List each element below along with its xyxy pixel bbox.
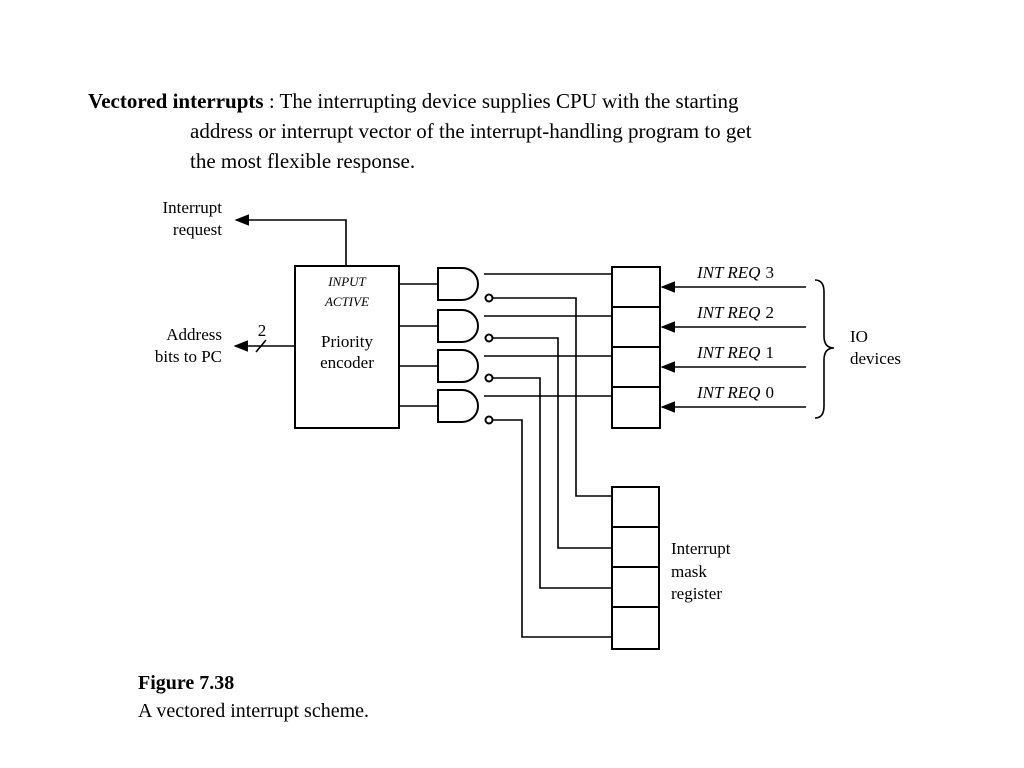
and-gate-2 bbox=[399, 309, 479, 343]
heading-rest: : The interrupting device supplies CPU w… bbox=[263, 89, 739, 113]
interrupt-request-register bbox=[611, 266, 661, 429]
gate0-mask-wire bbox=[493, 419, 612, 638]
figure-number: Figure 7.38 bbox=[138, 672, 234, 694]
heading-term: Vectored interrupts bbox=[88, 89, 264, 113]
and-gate-3 bbox=[399, 267, 479, 301]
bus-slash-mark bbox=[255, 339, 267, 353]
interrupt-request-label-line2: request bbox=[173, 220, 222, 239]
encoder-name-line1: Priority bbox=[321, 332, 373, 351]
interrupt-request-label-line1: Interrupt bbox=[163, 198, 223, 217]
gate1-mask-bubble bbox=[484, 373, 494, 383]
io-devices-brace bbox=[814, 279, 835, 419]
encoder-name-line2: encoder bbox=[320, 353, 374, 372]
slide-description: Vectored interrupts : The interrupting d… bbox=[88, 86, 908, 176]
io-devices-label-line2: devices bbox=[850, 349, 901, 368]
mask-label-line1: Interrupt bbox=[671, 539, 731, 558]
encoder-input-active-line1: INPUT bbox=[327, 274, 366, 289]
mask-label-line2: mask bbox=[671, 562, 707, 581]
address-label-line1: Address bbox=[166, 325, 222, 344]
description-line-1: Vectored interrupts : The interrupting d… bbox=[88, 86, 908, 116]
interrupt-request-wire bbox=[234, 214, 347, 266]
gate3-mask-bubble bbox=[484, 293, 494, 303]
encoder-input-active-line2: ACTIVE bbox=[324, 294, 369, 309]
bus-width-label: 2 bbox=[258, 321, 267, 340]
gate3-mask-wire bbox=[493, 297, 612, 497]
priority-encoder-box bbox=[294, 265, 400, 429]
gate2-mask-wire bbox=[493, 337, 612, 549]
mask-label-line3: register bbox=[671, 584, 722, 603]
and-gate-0 bbox=[399, 389, 479, 423]
gate2-mask-bubble bbox=[484, 333, 494, 343]
gate1-mask-wire bbox=[493, 377, 612, 589]
gate0-mask-bubble bbox=[484, 415, 494, 425]
description-line-2: address or interrupt vector of the inter… bbox=[190, 119, 752, 143]
interrupt-mask-register bbox=[611, 486, 660, 650]
address-label-line2: bits to PC bbox=[155, 347, 222, 366]
and-gate-1 bbox=[399, 349, 479, 383]
description-line-3: the most flexible response. bbox=[190, 149, 416, 173]
io-devices-label-line1: IO bbox=[850, 327, 868, 346]
figure-caption: A vectored interrupt scheme. bbox=[138, 700, 369, 722]
